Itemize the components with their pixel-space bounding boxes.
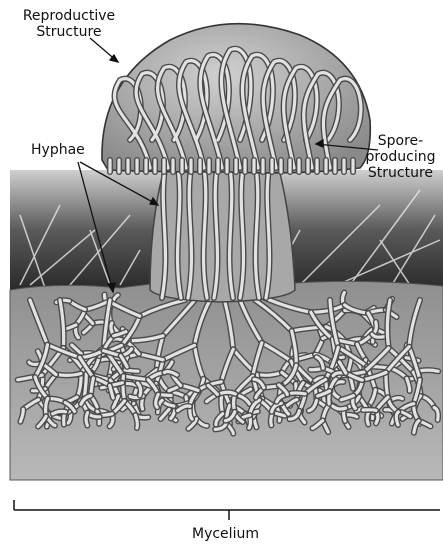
mycelium-hypha-core: [56, 374, 81, 376]
reproductive-label-line2: Structure: [14, 24, 124, 40]
mycelium-hypha-core: [367, 412, 369, 425]
mycelium-hypha-core: [125, 370, 138, 371]
spore-label-line2: producing: [358, 149, 443, 165]
reproductive-structure-label: Reproductive Structure: [14, 8, 124, 40]
reproductive-label-line1: Reproductive: [14, 8, 124, 24]
mycelium-hypha-core: [123, 376, 125, 401]
mycelium-hypha-core: [136, 415, 138, 428]
spore-producing-structure-label: Spore- producing Structure: [358, 133, 443, 181]
hyphae-label: Hyphae: [31, 142, 85, 158]
mycelium-hypha-core: [363, 410, 376, 411]
spore-label-line3: Structure: [358, 165, 443, 181]
mushroom-stem: [150, 165, 295, 302]
mycelium-bracket: [14, 500, 440, 520]
spore-label-line1: Spore-: [358, 133, 443, 149]
mycelium-hypha-core: [86, 413, 87, 426]
mycelium-label: Mycelium: [192, 526, 259, 542]
